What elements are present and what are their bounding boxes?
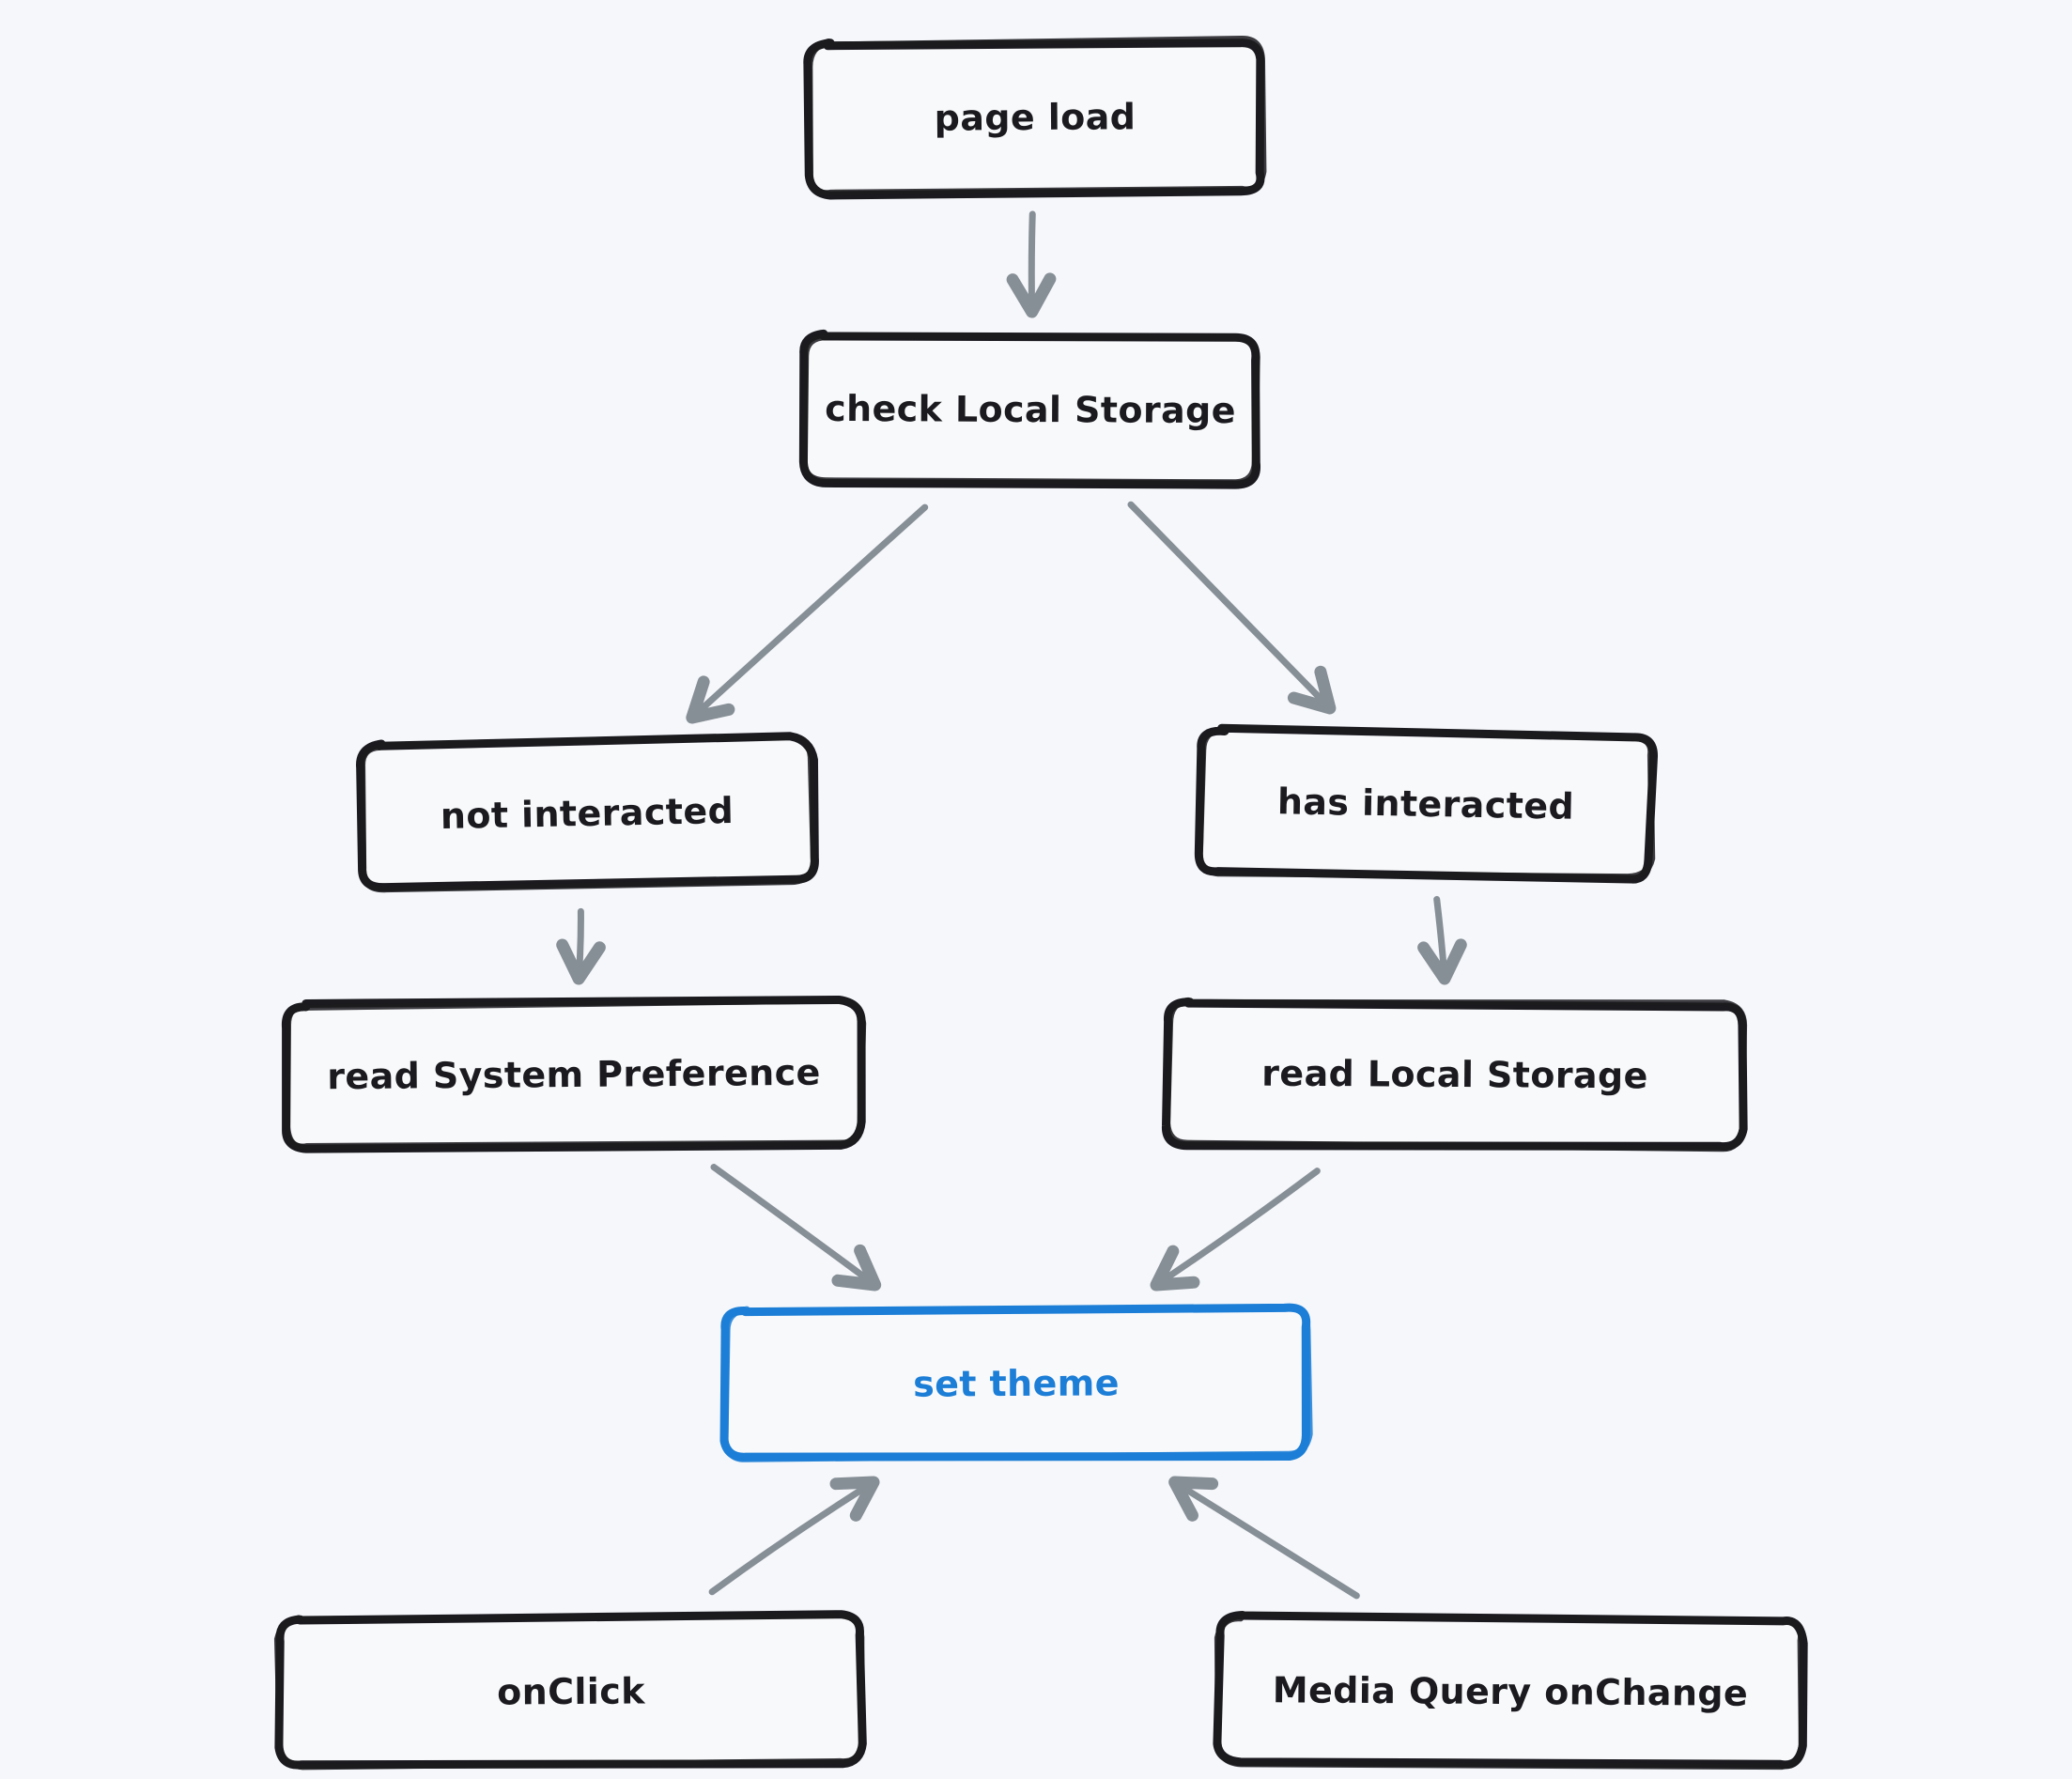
node-media-query-on-change[interactable] [1213, 1610, 1808, 1771]
node-fill [1218, 1616, 1802, 1767]
node-border [273, 1612, 865, 1771]
node-check-local-storage[interactable] [798, 329, 1261, 489]
node-fill [279, 1616, 863, 1767]
edge-read-local-to-set-theme [1150, 1168, 1321, 1292]
node-border [722, 1305, 1313, 1462]
edge-line [1152, 1168, 1321, 1289]
node-fill [1199, 729, 1652, 879]
edge-line [710, 1164, 879, 1289]
node-border [1214, 1611, 1805, 1771]
node-hit-has-interacted[interactable] [1199, 729, 1653, 879]
node-fill [724, 1307, 1308, 1460]
node-hit-on-click[interactable] [279, 1617, 862, 1766]
arrowhead-icon [1150, 1245, 1200, 1292]
edge-not-interacted-to-read-system [556, 907, 606, 985]
node-border [359, 734, 817, 893]
node-read-local-storage[interactable] [1162, 997, 1748, 1152]
edge-line [1028, 210, 1036, 316]
node-border [1164, 997, 1748, 1152]
arrowhead-icon [556, 938, 606, 985]
edge-on-click-to-set-theme [708, 1476, 880, 1596]
node-page-load[interactable] [803, 35, 1267, 200]
arrowhead-icon [686, 675, 735, 724]
edge-layer [556, 210, 1467, 1600]
node-border [806, 35, 1267, 196]
edge-line [688, 503, 929, 721]
node-hit-not-interacted[interactable] [361, 737, 814, 889]
node-border [801, 332, 1260, 486]
node-hit-read-system-preference[interactable] [286, 1000, 861, 1148]
node-hit-media-query-on-change[interactable] [1218, 1617, 1801, 1766]
node-border [1197, 723, 1656, 880]
node-not-interacted[interactable] [356, 732, 819, 893]
node-hit-page-load[interactable] [808, 40, 1261, 193]
edge-read-system-to-set-theme [710, 1164, 882, 1292]
edge-has-interacted-to-read-local [1417, 895, 1467, 985]
node-hit-check-local-storage[interactable] [804, 335, 1258, 484]
node-read-system-preference[interactable] [281, 995, 867, 1153]
edge-page-load-to-check [1006, 210, 1057, 318]
node-fill [803, 334, 1258, 484]
node-fill [808, 40, 1262, 194]
node-has-interacted[interactable] [1194, 723, 1658, 884]
edge-line [708, 1478, 877, 1596]
node-fill [361, 737, 813, 890]
node-hit-read-local-storage[interactable] [1167, 1001, 1742, 1148]
arrowhead-icon [829, 1476, 880, 1522]
node-fill [1167, 1001, 1743, 1148]
edge-line [1127, 501, 1334, 712]
edge-check-to-has-interacted [1127, 501, 1337, 715]
arrowhead-icon [1006, 272, 1057, 318]
arrowhead-icon [831, 1244, 882, 1292]
node-on-click[interactable] [273, 1610, 867, 1771]
arrowhead-icon [1168, 1476, 1219, 1522]
node-hit-set-theme[interactable] [725, 1307, 1308, 1459]
edge-check-to-not-interacted [686, 503, 929, 724]
arrowhead-icon [1417, 938, 1467, 985]
arrowhead-icon [1287, 665, 1337, 715]
edge-media-query-to-set-theme [1168, 1476, 1360, 1600]
node-fill [286, 1000, 862, 1149]
node-set-theme[interactable] [719, 1303, 1313, 1462]
node-layer [273, 35, 1808, 1771]
node-border [284, 997, 867, 1151]
edge-line [1171, 1478, 1360, 1600]
